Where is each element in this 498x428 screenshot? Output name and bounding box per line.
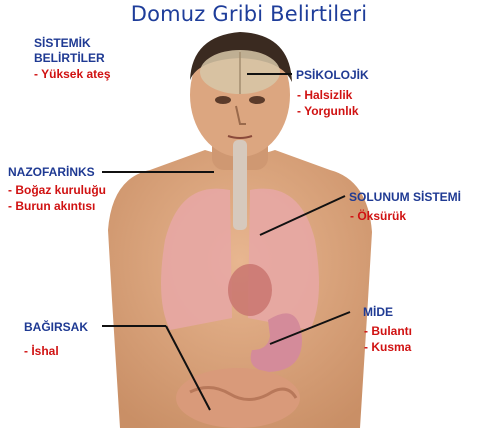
psikolojik-item-2: - Yorgunlık bbox=[297, 104, 359, 118]
psikolojik-item-1: - Halsizlik bbox=[297, 88, 352, 102]
heart bbox=[228, 264, 272, 316]
trachea bbox=[233, 140, 247, 230]
sistemik-item-1: - Yüksek ateş bbox=[34, 67, 111, 81]
mide-item-1: - Bulantı bbox=[364, 324, 412, 338]
bagirsak-heading: BAĞIRSAK bbox=[24, 320, 88, 334]
solunum-item-1: - Öksürük bbox=[350, 209, 406, 223]
nazofarinks-item-2: - Burun akıntısı bbox=[8, 199, 95, 213]
solunum-heading: SOLUNUM SİSTEMİ bbox=[349, 190, 461, 204]
nazofarinks-item-1: - Boğaz kuruluğu bbox=[8, 183, 106, 197]
mide-item-2: - Kusma bbox=[364, 340, 411, 354]
psikolojik-heading: PSİKOLOJİK bbox=[296, 68, 369, 82]
bagirsak-item-1: - İshal bbox=[24, 344, 59, 358]
nazofarinks-heading: NAZOFARİNKS bbox=[8, 165, 95, 179]
diagram-title: Domuz Gribi Belirtileri bbox=[0, 2, 498, 26]
sistemik-line2: BELİRTİLER bbox=[34, 51, 105, 65]
sistemik-line1: SİSTEMİK bbox=[34, 36, 91, 50]
mide-heading: MİDE bbox=[363, 305, 393, 319]
